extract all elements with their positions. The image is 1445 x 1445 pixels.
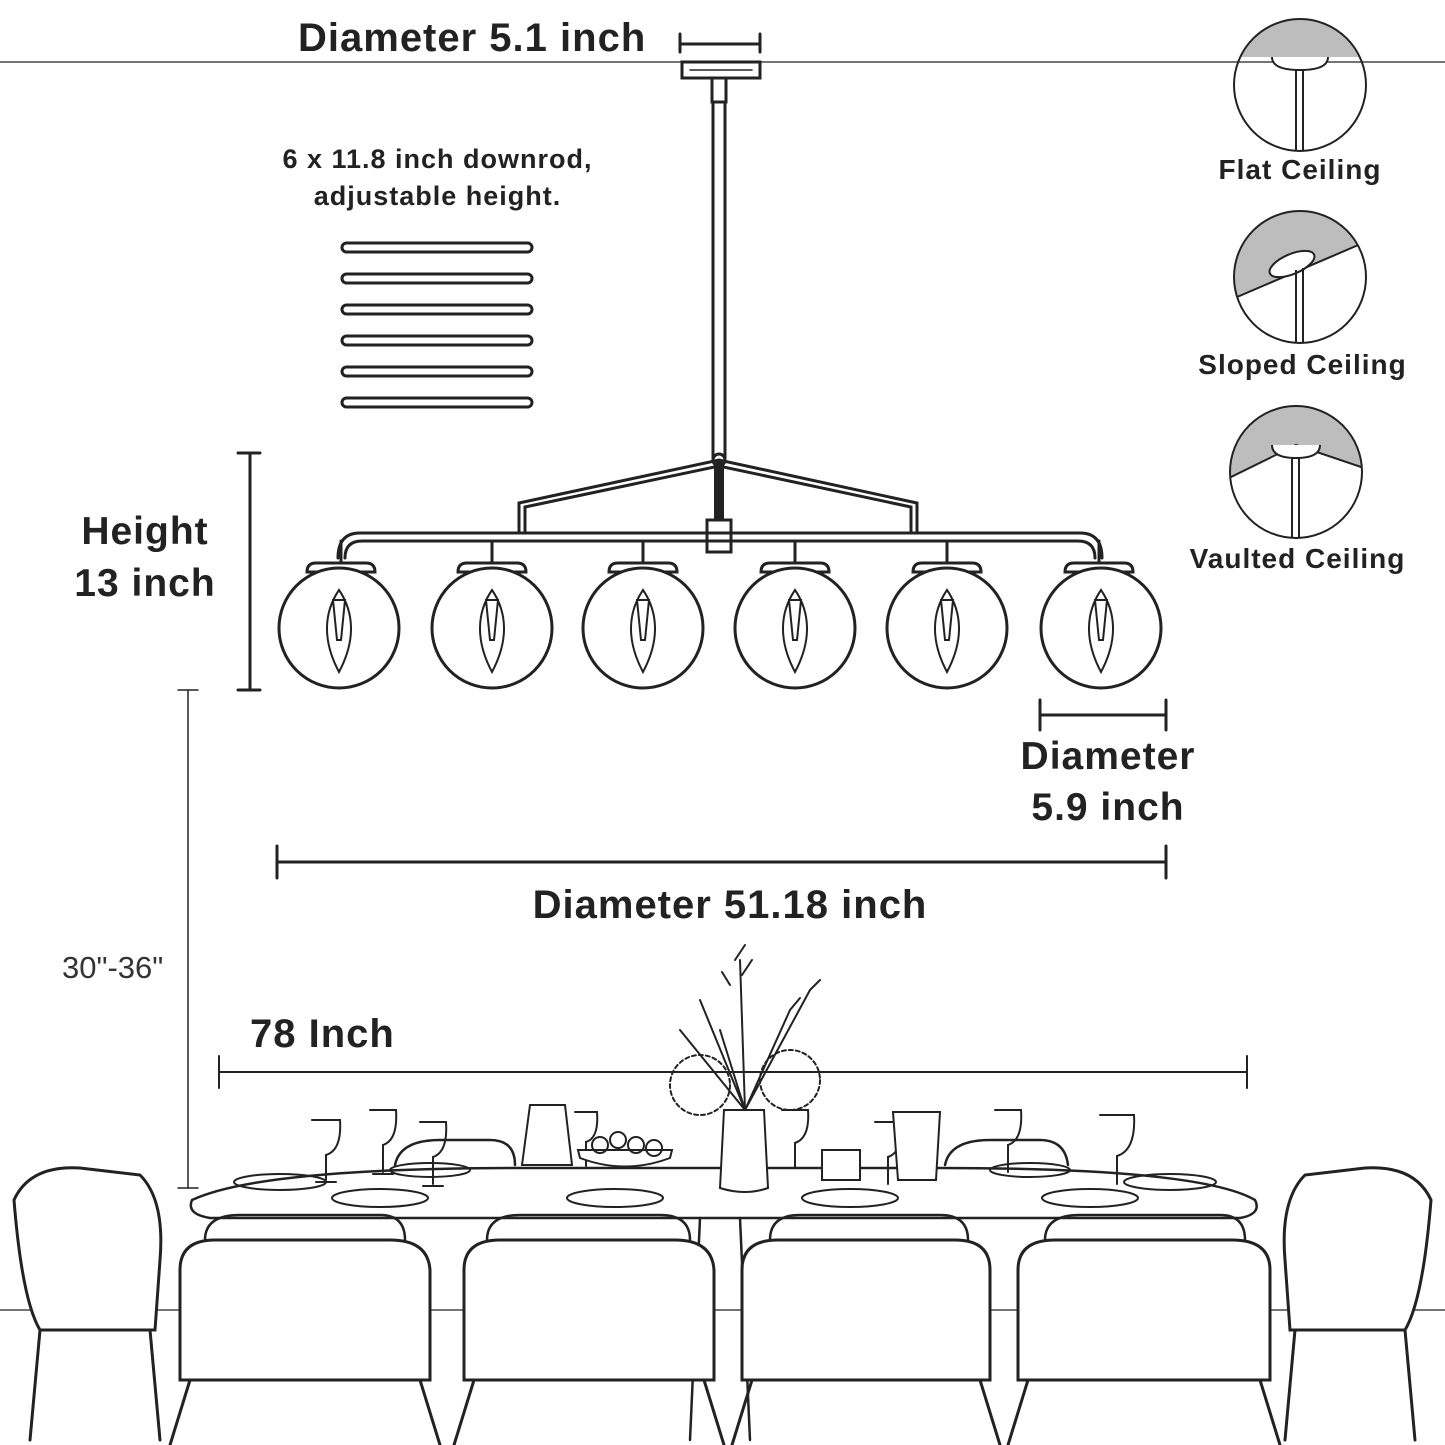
flat-ceiling-label: Flat Ceiling [1218,154,1382,185]
fixture-width-line [275,844,1168,880]
globe-4 [733,539,857,690]
downrod-set [340,241,534,409]
height-label-line1: Height [81,510,209,553]
globe-3 [581,539,705,690]
flat-ceiling-icon [1233,18,1367,152]
downrod-note-line2: adjustable height. [313,181,562,211]
globe-1 [277,539,401,690]
globe-5 [885,539,1009,690]
canopy [680,60,762,80]
hang-height-line [177,689,199,1189]
dining-chairs-front [12,1166,1433,1445]
vaulted-ceiling-icon [1229,405,1363,539]
flower-vase [669,944,821,1193]
table-length-label: 78 Inch [250,1012,395,1056]
fixture-diameter-label: Diameter 51.18 inch [532,883,928,927]
canopy-dimension-line [678,32,762,54]
downrod [705,76,733,554]
globe-2 [430,539,554,690]
vaulted-ceiling-label: Vaulted Ceiling [1189,543,1406,574]
globe-diameter-line [1038,698,1168,732]
sloped-ceiling-icon [1233,210,1367,344]
globe-6 [1039,539,1163,690]
table-setting [233,1104,1217,1208]
height-dimension-line [236,451,262,692]
globe-diameter-label-line2: 5.9 inch [1031,786,1185,829]
globe-diameter-label-line1: Diameter [1020,735,1196,778]
sloped-ceiling-label: Sloped Ceiling [1198,349,1407,380]
height-label-line2: 13 inch [74,562,216,605]
canopy-diameter-label: Diameter 5.1 inch [298,16,647,60]
hang-height-label: 30"-36" [62,950,164,985]
dining-chairs-back [203,1138,1247,1242]
downrod-note-line1: 6 x 11.8 inch downrod, [282,144,593,174]
